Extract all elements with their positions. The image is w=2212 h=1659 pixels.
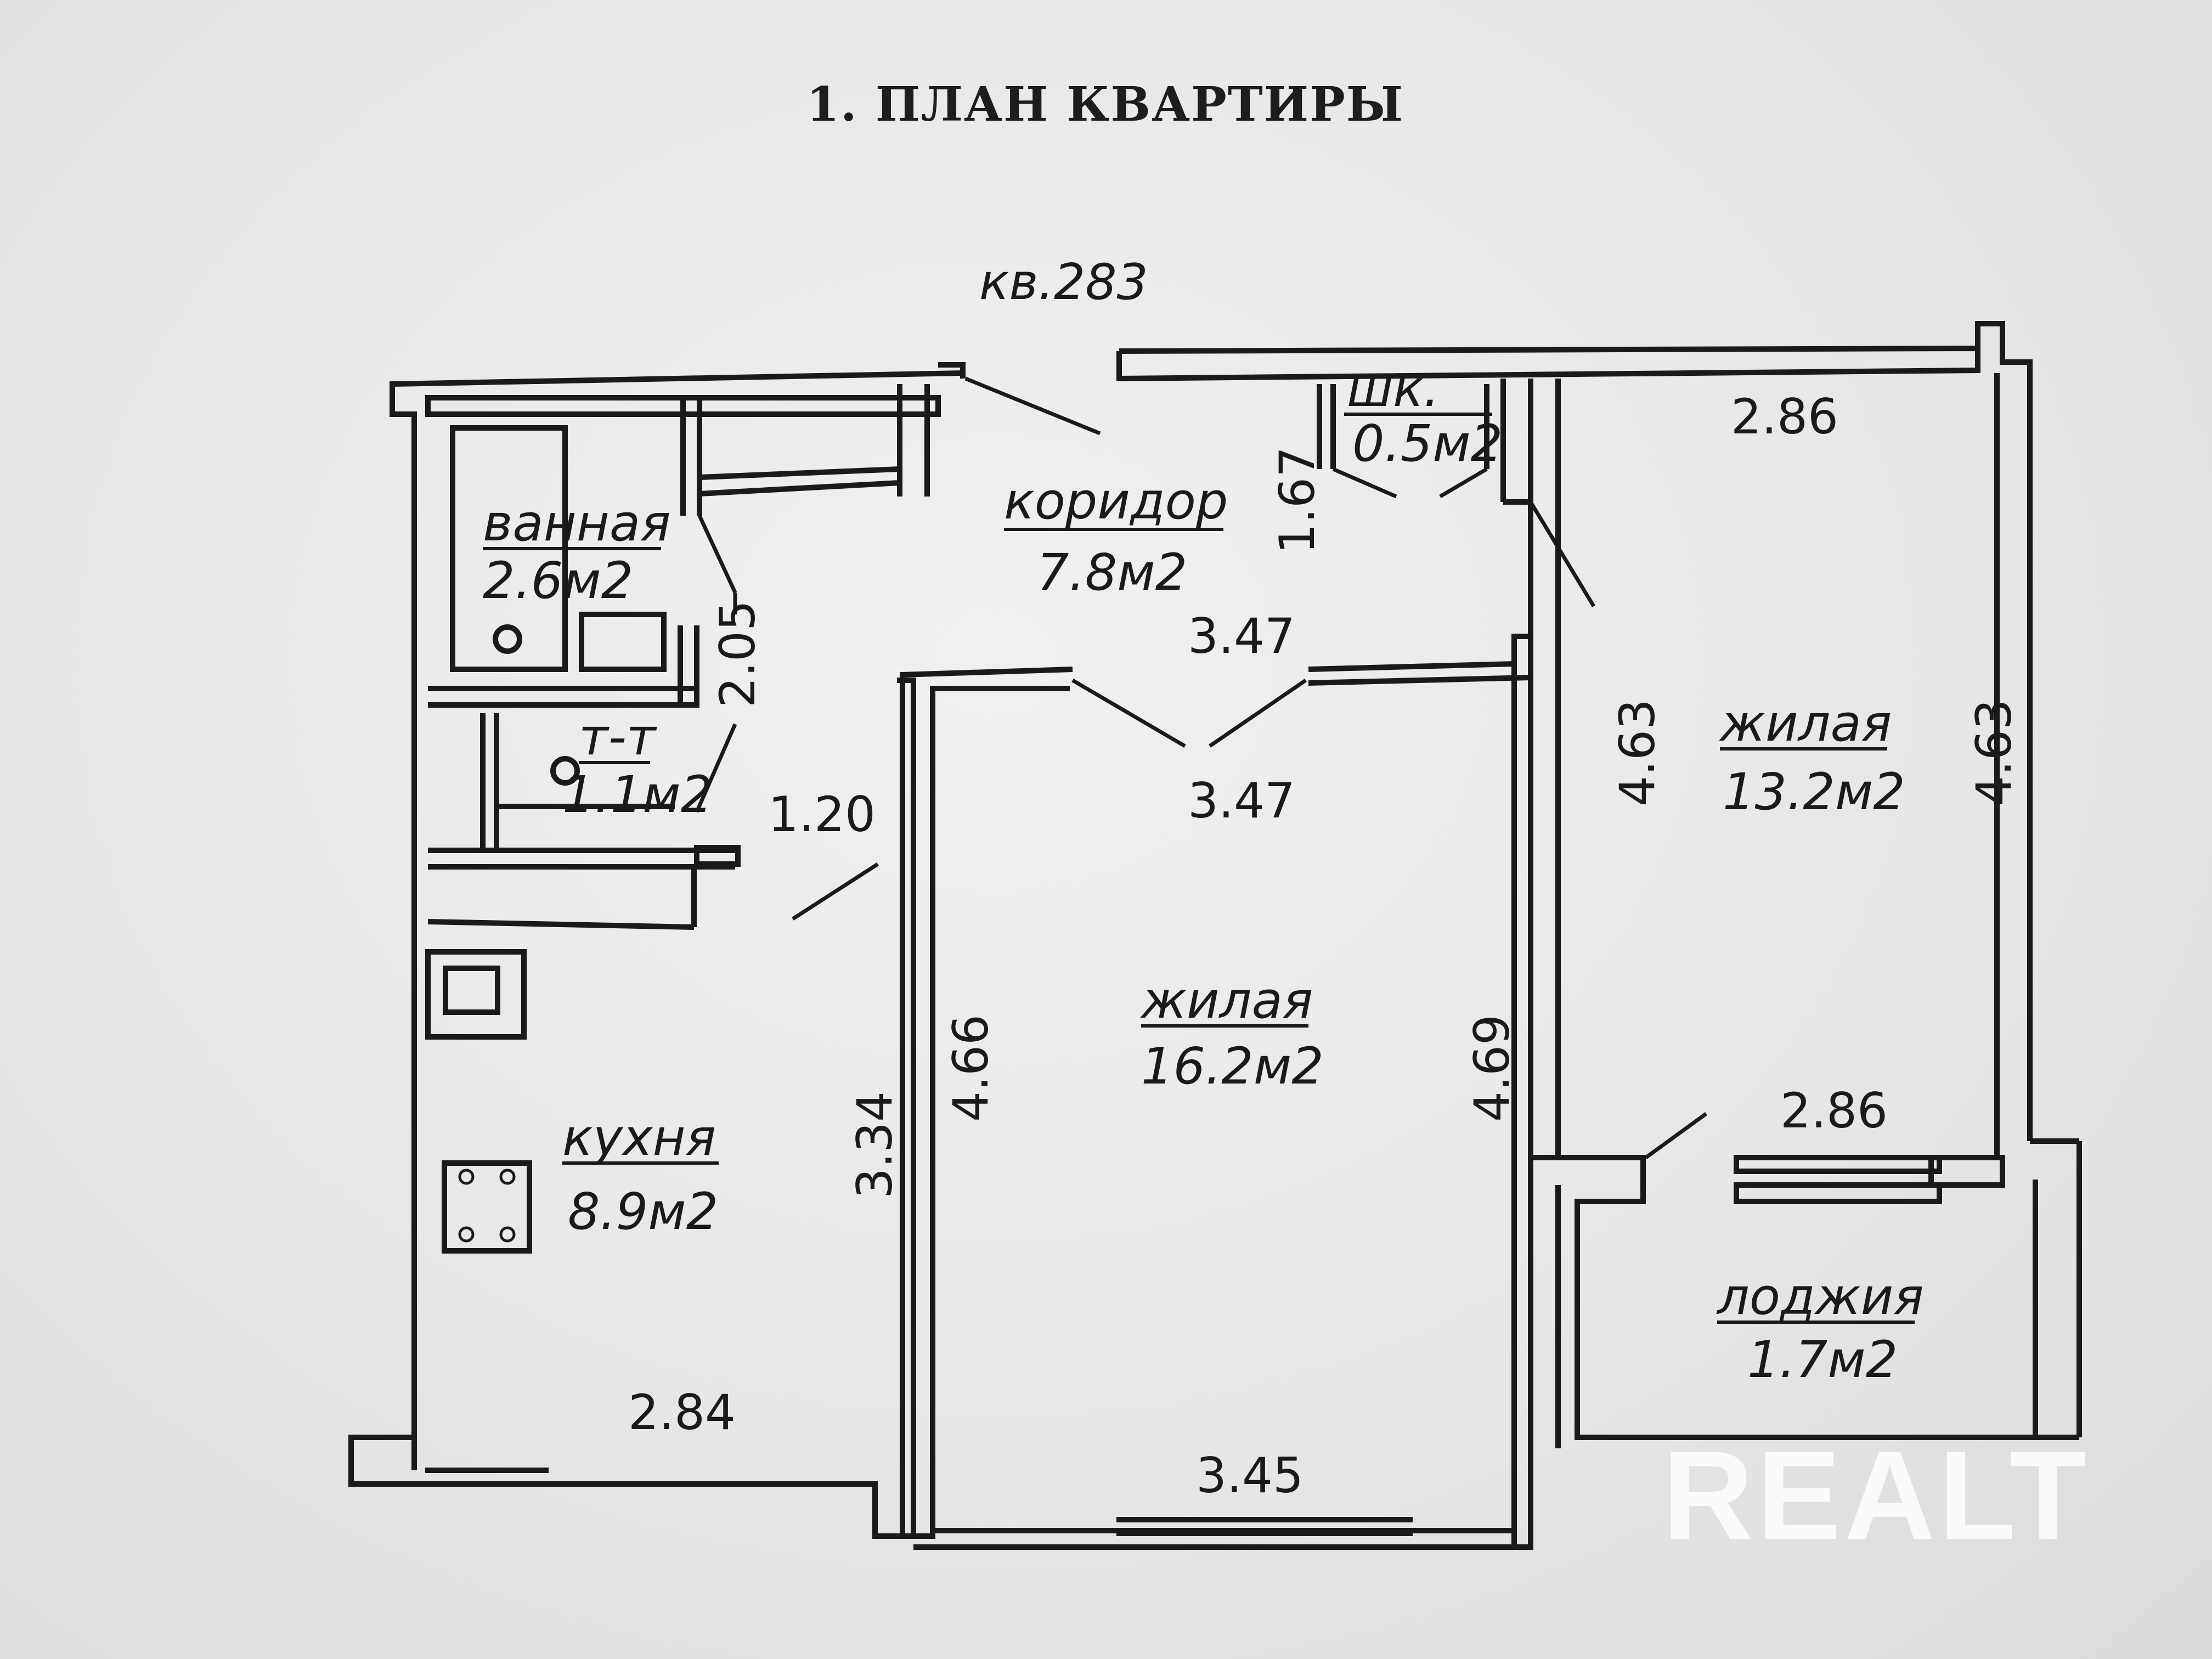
kitchen-name: кухня bbox=[562, 1108, 716, 1167]
apartment-number: кв.283 bbox=[979, 253, 1148, 311]
closet-area: 0.5м2 bbox=[1352, 414, 1503, 473]
walls-bath-toilet bbox=[425, 395, 941, 930]
toilet-area: 1.1м2 bbox=[562, 765, 713, 824]
kitchen-sink bbox=[425, 949, 527, 1040]
living-small-name: жилая bbox=[1719, 694, 1892, 753]
bath-sink bbox=[579, 612, 667, 672]
stove-burners bbox=[458, 1169, 516, 1243]
bath-area: 2.6м2 bbox=[483, 551, 633, 610]
dim-kitchen-width: 2.84 bbox=[628, 1384, 736, 1441]
dim-kitchen-height: 3.34 bbox=[847, 1091, 903, 1199]
door-swings bbox=[695, 376, 1708, 1159]
stove bbox=[442, 1160, 532, 1254]
dim-kitchen-door: 1.20 bbox=[768, 786, 876, 843]
page-title: 1. ПЛАН КВАРТИРЫ bbox=[806, 77, 1404, 132]
walls-living-small bbox=[1528, 373, 2082, 1448]
dim-corridor-width: 1.67 bbox=[1269, 447, 1325, 554]
dim-living-large-bottom: 3.45 bbox=[1196, 1447, 1304, 1504]
kitchen-area: 8.9м2 bbox=[568, 1182, 718, 1241]
watermark-logo: REALT bbox=[1662, 1425, 2090, 1566]
dim-living-large-right: 4.69 bbox=[1464, 1014, 1520, 1122]
closet-name: шк. bbox=[1347, 359, 1440, 418]
living-large-area: 16.2м2 bbox=[1141, 1037, 1324, 1096]
dim-living-large-left: 4.66 bbox=[943, 1014, 999, 1122]
dim-living-small-right: 4.63 bbox=[1966, 699, 2022, 806]
loggia-name: лоджия bbox=[1716, 1267, 1924, 1326]
toilet-fixture bbox=[480, 713, 675, 848]
bath-drain bbox=[493, 624, 522, 654]
corridor-name: коридор bbox=[1004, 472, 1228, 531]
walls-left-block bbox=[348, 362, 966, 1539]
kitchen-sink-basin bbox=[443, 966, 500, 1015]
dim-living-small-left: 4.63 bbox=[1609, 699, 1666, 806]
dim-living-small-top: 2.86 bbox=[1731, 388, 1838, 445]
walls-top bbox=[1116, 321, 2033, 505]
label-underlines bbox=[483, 413, 1915, 1324]
dim-living-large-top: 3.47 bbox=[1188, 772, 1295, 829]
living-large-name: жилая bbox=[1140, 971, 1313, 1030]
corridor-area: 7.8м2 bbox=[1037, 543, 1187, 602]
dim-corridor-length: 3.47 bbox=[1188, 608, 1295, 664]
dim-bath-length: 2.05 bbox=[709, 600, 766, 708]
loggia-area: 1.7м2 bbox=[1747, 1330, 1898, 1389]
bath-name: ванная bbox=[483, 494, 671, 552]
toilet-name: т-т bbox=[579, 708, 657, 766]
living-small-area: 13.2м2 bbox=[1723, 763, 1905, 821]
dim-living-small-bottom: 2.86 bbox=[1780, 1082, 1888, 1139]
